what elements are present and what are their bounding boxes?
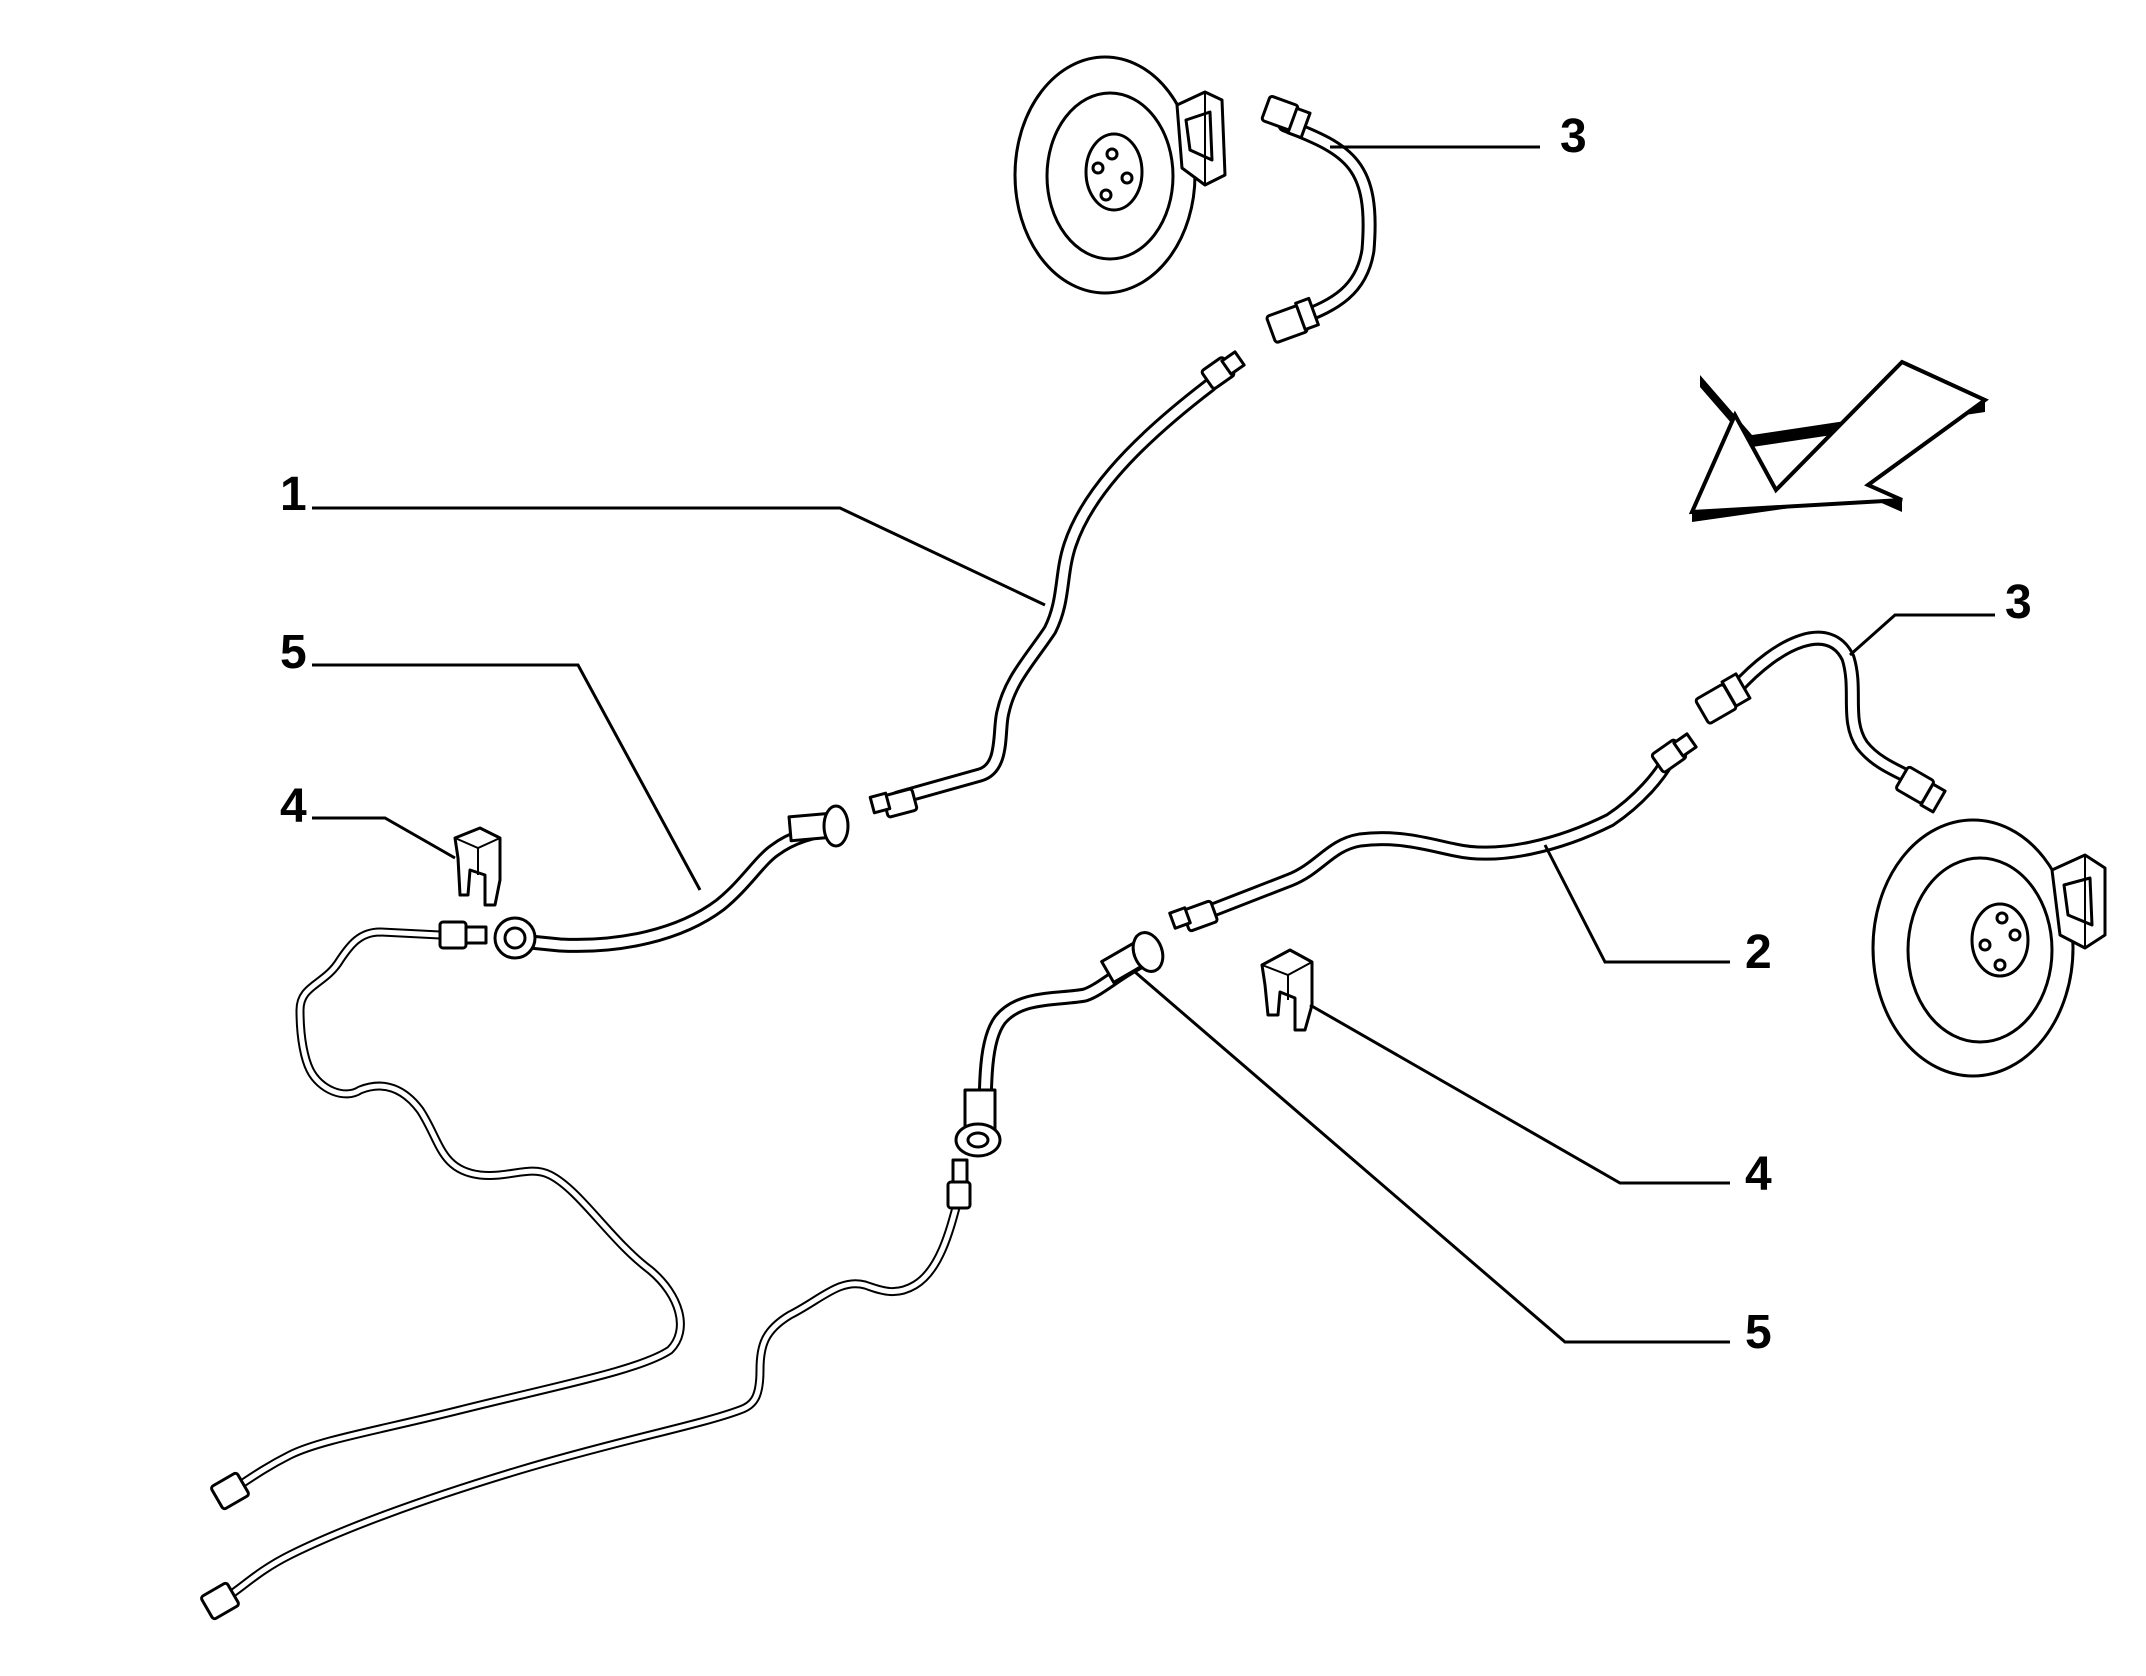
pipe-clip-left	[453, 826, 502, 907]
callout-4-left: 4	[280, 780, 307, 833]
leader-3-right	[1849, 613, 1995, 657]
flexible-brake-hose-top	[1260, 94, 1377, 344]
leader-4-right	[1309, 1003, 1730, 1185]
banjo-pipe-left	[493, 804, 850, 960]
direction-arrow-icon	[1688, 359, 1989, 522]
leader-5-right	[1134, 970, 1730, 1344]
callout-3-top: 3	[1560, 110, 1587, 163]
callout-4-right: 4	[1745, 1148, 1772, 1201]
front-left-brake-disc	[1013, 55, 1227, 295]
leader-5-left	[312, 663, 702, 891]
long-brake-line-b	[200, 1158, 972, 1621]
rigid-brake-pipe-2	[1168, 732, 1698, 933]
leader-2	[1543, 844, 1730, 964]
leader-lines	[312, 145, 1995, 1344]
long-brake-line-a	[210, 920, 685, 1511]
callout-3-right: 3	[2005, 576, 2032, 629]
rear-right-brake-disc	[1871, 818, 2107, 1078]
leader-4-left	[312, 816, 456, 860]
rigid-brake-pipe-1	[868, 350, 1246, 819]
callout-5-left: 5	[280, 626, 307, 679]
callouts: 1 5 4 3 3 2 4 5	[280, 110, 2032, 1359]
pipe-clip-right	[1260, 948, 1314, 1032]
callout-2: 2	[1745, 926, 1772, 979]
banjo-pipe-right	[954, 931, 1165, 1158]
callout-5-right: 5	[1745, 1306, 1772, 1359]
flexible-brake-hose-right	[1694, 630, 1947, 814]
leader-1	[312, 506, 1046, 607]
callout-1: 1	[280, 468, 307, 521]
